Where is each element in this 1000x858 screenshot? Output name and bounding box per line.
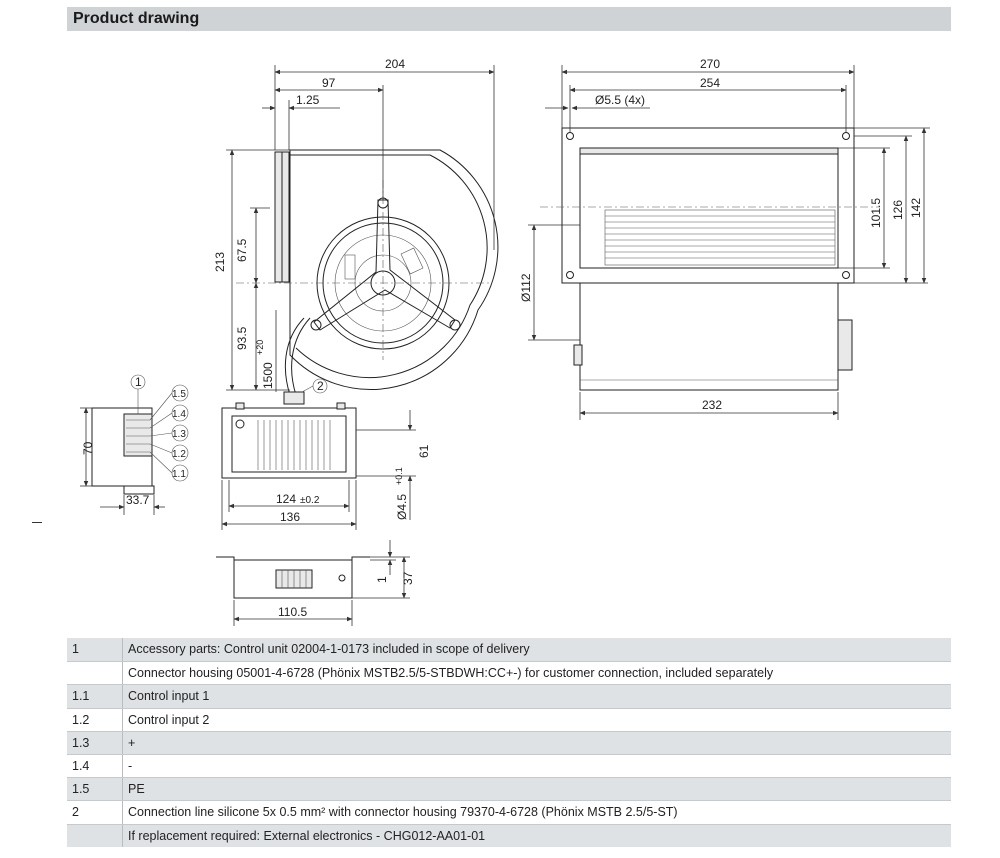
svg-text:+0.1: +0.1 (394, 467, 404, 485)
legend-num: 1 (72, 642, 79, 656)
legend-desc: Connector housing 05001-4-6728 (Phönix M… (122, 662, 951, 685)
svg-text:142: 142 (909, 198, 923, 218)
svg-text:204: 204 (385, 57, 405, 71)
top-view-dimensions: 270 254 Ø5.5 (4x) 101.5 126 142 Ø112 232 (519, 57, 930, 420)
legend-num: 2 (72, 805, 79, 820)
svg-text:254: 254 (700, 76, 720, 90)
legend-row: 1.3 + (67, 730, 951, 754)
svg-text:1.1: 1.1 (172, 469, 186, 480)
svg-text:110.5: 110.5 (278, 605, 307, 619)
legend-desc: Control input 1 (122, 685, 951, 708)
legend-desc: If replacement required: External electr… (122, 824, 951, 847)
svg-text:Ø112: Ø112 (519, 273, 533, 302)
svg-text:1.2: 1.2 (172, 449, 186, 460)
svg-text:1.3: 1.3 (172, 429, 186, 440)
svg-text:Ø5.5 (4x): Ø5.5 (4x) (595, 93, 645, 107)
legend-num: 1.2 (72, 712, 90, 727)
svg-text:97: 97 (322, 76, 336, 90)
legend-num: 1.1 (72, 689, 90, 704)
legend-row: 1.2 Control input 2 (67, 707, 951, 731)
svg-text:101.5: 101.5 (869, 198, 883, 228)
legend-desc: Connection line silicone 5x 0.5 mm² with… (122, 801, 951, 824)
blower-front-view (236, 149, 499, 405)
svg-text:270: 270 (700, 57, 720, 71)
legend-desc: + (122, 731, 951, 754)
legend-row: If replacement required: External electr… (67, 823, 951, 847)
legend-row: 1.5 PE (67, 777, 951, 801)
svg-text:+20: +20 (255, 340, 265, 355)
svg-text:232: 232 (702, 398, 722, 412)
svg-text:124: 124 (276, 492, 296, 506)
svg-text:1: 1 (135, 375, 142, 389)
svg-text:67.5: 67.5 (235, 238, 249, 262)
legend-row: 2 Connection line silicone 5x 0.5 mm² wi… (67, 800, 951, 824)
legend-desc: - (122, 754, 951, 778)
control-unit-bottom-view: 1 37 110.5 (216, 540, 415, 626)
section-title: Product drawing (67, 7, 951, 31)
legend-row: Connector housing 05001-4-6728 (Phönix M… (67, 661, 951, 685)
legend-desc: Control input 2 (122, 708, 951, 731)
svg-text:Ø4.5: Ø4.5 (395, 494, 409, 520)
legend-row: 1 Accessory parts: Control unit 02004-1-… (67, 638, 951, 662)
legend-num: 1.3 (72, 735, 90, 750)
product-drawing: 204 97 1.25 213 67.5 93.5 1500 +20 2 (80, 57, 930, 626)
legend-table: 1 Accessory parts: Control unit 02004-1-… (67, 638, 951, 847)
legend-num (67, 825, 122, 847)
legend-num (67, 662, 122, 684)
svg-text:±0.2: ±0.2 (300, 495, 320, 506)
control-unit-side-view: 70 33.7 1 1.5 1.4 1.3 1.2 1.1 (80, 374, 189, 515)
svg-text:61: 61 (417, 444, 431, 458)
legend-row: 1.4 - (67, 753, 951, 778)
blower-top-view (540, 127, 880, 391)
svg-text:2: 2 (317, 379, 324, 393)
margin-dash (32, 522, 42, 523)
legend-row: 1.1 Control input 1 (67, 684, 951, 708)
svg-text:1.4: 1.4 (172, 409, 186, 420)
svg-text:1.25: 1.25 (296, 93, 320, 107)
svg-text:126: 126 (891, 200, 905, 220)
svg-text:37: 37 (401, 571, 415, 585)
svg-text:1500: 1500 (261, 362, 275, 389)
svg-text:136: 136 (280, 510, 300, 524)
legend-desc: Accessory parts: Control unit 02004-1-01… (122, 638, 951, 662)
svg-text:70: 70 (81, 441, 95, 455)
svg-text:1.5: 1.5 (172, 389, 186, 400)
legend-num: 1.4 (72, 758, 90, 773)
svg-text:213: 213 (213, 252, 227, 272)
legend-desc: PE (122, 778, 951, 801)
svg-text:93.5: 93.5 (235, 326, 249, 350)
svg-text:1: 1 (375, 576, 389, 583)
control-unit-front-view: 61 Ø4.5 +0.1 124 ±0.2 136 (221, 402, 431, 530)
legend-num: 1.5 (72, 782, 90, 797)
svg-text:33.7: 33.7 (126, 493, 150, 507)
front-view-dimensions: 204 97 1.25 213 67.5 93.5 1500 +20 2 (213, 57, 495, 394)
